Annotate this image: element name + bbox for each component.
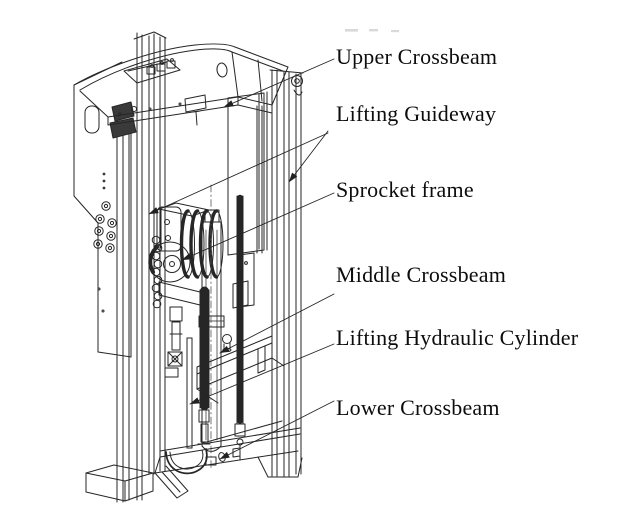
middle-crossbeam-part (196, 334, 285, 404)
left-carriage-plate (73, 61, 132, 358)
sprocket-frame-part (148, 202, 224, 306)
leader-guideway-right (288, 130, 329, 183)
label-sprocket-frame: Sprocket frame (336, 177, 474, 202)
label-middle-crossbeam: Middle Crossbeam (336, 262, 507, 287)
scan-artifacts (345, 29, 399, 33)
leader-guideway-left (148, 132, 329, 215)
lower-crossbeam-part (154, 420, 301, 499)
lifting-chains (151, 194, 246, 461)
right-guideway-rail (256, 69, 304, 478)
base-foot (85, 464, 154, 502)
upper-crossbeam-part (73, 43, 289, 126)
label-upper-crossbeam: Upper Crossbeam (336, 44, 498, 69)
label-lifting-guideway: Lifting Guideway (336, 101, 497, 126)
left-guideway-rail (116, 31, 167, 503)
rail-clamp-shackle (109, 101, 137, 139)
label-lifting-hydraulic-cylinder: Lifting Hydraulic Cylinder (336, 325, 579, 350)
leader-lower-crossbeam (219, 400, 335, 460)
leader-lines (148, 58, 335, 460)
leader-sprocket-frame (181, 192, 335, 261)
leader-hydraulic-cylinder (189, 343, 335, 405)
leader-upper-crossbeam (223, 58, 335, 108)
leader-middle-crossbeam (219, 293, 335, 354)
label-lower-crossbeam: Lower Crossbeam (336, 395, 500, 420)
lifting-hydraulic-cylinder-part (186, 184, 225, 471)
back-panel (227, 92, 265, 309)
